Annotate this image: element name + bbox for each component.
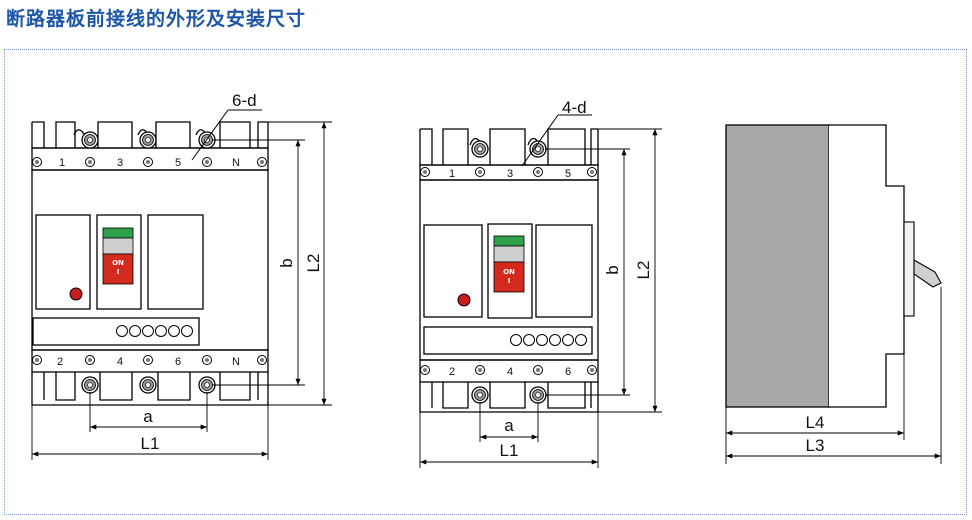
terminal-label: 4 [507,366,513,378]
dim-L1: L1 [500,441,519,460]
dim-L1: L1 [141,434,160,453]
accessory-holes [116,325,193,337]
handle-red [493,261,525,293]
side-handle [913,259,942,288]
dim-b: b [603,265,622,274]
handle-red [102,253,134,285]
diagram-frame [4,49,967,515]
terminal-label: 2 [449,366,455,378]
indicator-lamp [69,287,83,301]
on-mark: I [508,277,511,285]
accessory-holes [510,334,587,346]
side-cover [829,124,905,408]
hole-label: 4-d [562,98,587,117]
three-pole-front-view: ON I 1 3 5 2 4 6 4-d b [419,98,662,468]
terminal-label: N [232,356,240,368]
terminal-label: N [232,157,240,169]
indicator-lamp [457,293,471,307]
dim-L2: L2 [634,261,653,280]
dim-a: a [504,416,514,435]
terminal-label: 4 [117,356,123,368]
dim-L4: L4 [806,413,825,432]
terminal-label: 6 [175,356,181,368]
dim-b: b [277,258,296,267]
terminal-label: 3 [117,157,123,169]
side-base-shaded [725,124,830,408]
terminal-label: 5 [175,157,181,169]
four-pole-front-view: ON I 1 3 5 N 2 4 6 N 6-d [31,91,332,460]
dim-L3: L3 [806,436,825,455]
hole-label: 6-d [232,91,257,110]
dim-L2: L2 [304,254,323,273]
side-view: L4 L3 [725,124,942,464]
on-mark: I [117,268,120,276]
terminal-label: 5 [565,168,571,180]
on-label: ON [112,259,124,267]
terminal-label: 3 [507,168,513,180]
terminal-label: 1 [59,157,65,169]
on-label: ON [503,268,515,276]
terminal-label: 2 [57,356,63,368]
terminal-label: 6 [565,366,571,378]
page-title: 断路器板前接线的外形及安装尺寸 [6,8,307,30]
terminal-label: 1 [449,168,455,180]
dim-a: a [143,407,153,426]
